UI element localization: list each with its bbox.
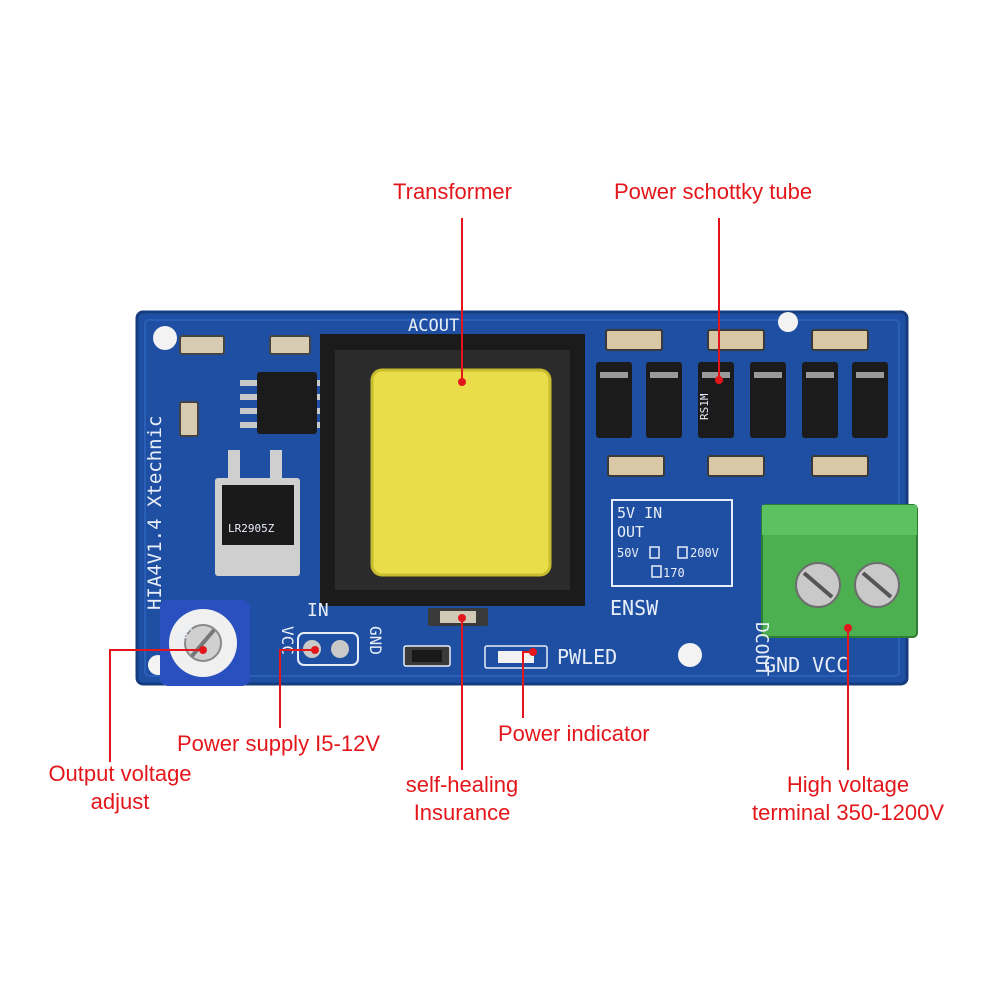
ensw-label: ENSW: [610, 596, 659, 620]
callout-schottky: Power schottky tube: [614, 179, 813, 204]
callout-lines: [109, 218, 849, 770]
power-led: [484, 645, 548, 669]
dcout-label: DCOUT: [751, 622, 772, 676]
diode-marking: RS1M: [698, 393, 711, 420]
callout-self-healing-line2: Insurance: [413, 800, 511, 825]
voltage-config-box: 5V IN OUT 50V 200V 170: [611, 499, 733, 587]
terminal-labels: GND VCC: [764, 653, 848, 677]
in-label: IN: [307, 600, 329, 621]
vcc-label: VCC: [278, 626, 297, 655]
callout-high-voltage-line1: High voltage: [786, 772, 910, 797]
screw-terminal: [761, 504, 918, 638]
opt-170: 170: [663, 566, 685, 580]
resistor-1781: [403, 645, 451, 667]
config-line1: 5V IN: [617, 504, 662, 522]
potentiometer: 104: [160, 600, 250, 686]
callout-output-voltage: Output voltage adjust: [30, 760, 210, 816]
input-pads: IN VCC GND: [278, 600, 385, 666]
callout-power-indicator: Power indicator: [498, 721, 650, 746]
smd-capacitors: [605, 329, 869, 477]
callout-transformer: Transformer: [393, 179, 512, 204]
opt-50v: 50V: [617, 546, 639, 560]
callout-high-voltage: High voltage terminal 350-1200V: [738, 771, 958, 827]
regulator-marking: LR2905Z: [228, 522, 275, 535]
transformer: ACOUT: [320, 316, 585, 606]
self-healing-fuse: [428, 608, 488, 626]
mount-hole-icon: [778, 312, 798, 332]
voltage-regulator: LR2905Z: [215, 450, 300, 576]
mount-hole-icon: [153, 326, 177, 350]
pwled-label: PWLED: [557, 645, 617, 669]
opt-200v: 200V: [690, 546, 719, 560]
schottky-diodes: RS1M: [596, 362, 888, 438]
callout-high-voltage-line2: terminal 350-1200V: [751, 800, 944, 825]
config-line2: OUT: [617, 523, 644, 541]
mount-hole-icon: [678, 643, 702, 667]
callout-self-healing-line1: self-healing: [405, 772, 519, 797]
callout-output-voltage-line2: adjust: [90, 789, 150, 814]
callout-power-supply: Power supply I5-12V: [177, 731, 380, 756]
gnd-label: GND: [366, 626, 385, 655]
smd-resistors-left: [179, 335, 311, 437]
board-model-label: HIA4V1.4 Xtechnic: [144, 416, 166, 610]
callout-dots: [199, 376, 852, 656]
callout-self-healing: self-healing Insurance: [382, 771, 542, 827]
acout-label: ACOUT: [408, 316, 459, 336]
callout-output-voltage-line1: Output voltage: [48, 761, 192, 786]
